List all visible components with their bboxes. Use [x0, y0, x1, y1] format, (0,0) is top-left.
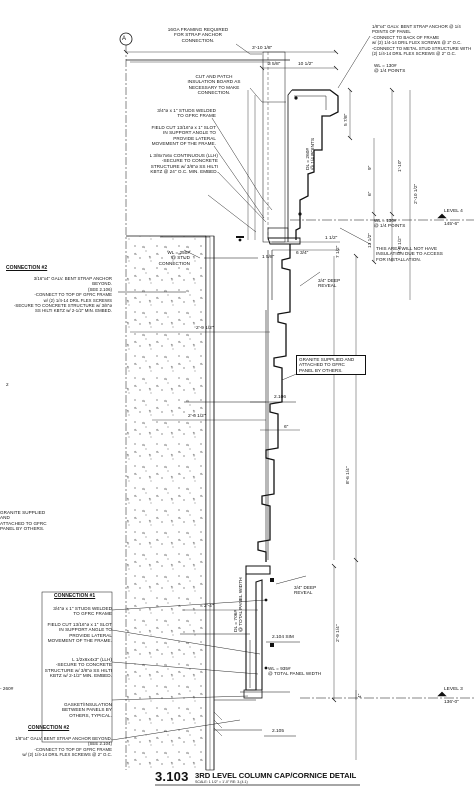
- note-no-insulation: THIS AREA WILL NOT HAVE INSULATION DUE T…: [376, 246, 443, 262]
- dim-9: 9": [368, 165, 373, 170]
- dim-13-12: 13 1/2": [368, 232, 373, 248]
- dim-2-4: 2'-4": [204, 604, 214, 609]
- note-studs-top: 3/4"ø x 1" STUDS WELDED TO GFRC FRAME: [157, 108, 216, 119]
- metal-stud-wall: [205, 235, 215, 771]
- gfrc-panel: [243, 244, 291, 699]
- note-wl-130-upper: WL = 130# @ 1/4 POINTS: [374, 63, 406, 74]
- note-wl-130-lower: WL = 130# @ 1/4 POINTS: [374, 218, 406, 229]
- note-framing: 16GA FRAMING REQUIRED FOR STRAP ANCHOR C…: [167, 27, 229, 43]
- note-angle-bottom: L 1/2x6x4x3" (LLH) -SECURE TO CONCRETE S…: [44, 657, 112, 679]
- detail-scale: SCALE: 1 1/2" = 1'-0" RE: 3.(4.1): [195, 780, 248, 784]
- dimension-lines: [126, 51, 411, 760]
- note-studs-bottom: 3/4"ø x 1" STUDS WELDED TO GFRC FRAME: [53, 606, 112, 617]
- dim-6-inner: 6": [284, 425, 289, 430]
- note-cut-patch: CUT AND PATCH INSULATION BOARD AS NECESS…: [187, 74, 241, 96]
- dim-1-10: 1'-10": [398, 159, 403, 172]
- dim-3-10-18: 3'-10 1/8": [252, 46, 273, 51]
- ref-2105: 2.105: [272, 729, 285, 734]
- note-left-260: - 260#: [0, 686, 14, 691]
- connection-2b-header: CONNECTION #2: [28, 725, 70, 731]
- note-reveal-lower: 3/4" DEEP REVEAL: [294, 585, 317, 596]
- connection-2-note: 3/16"x4" GALV. BENT STRAP ANCHOR BEYOND.…: [13, 276, 112, 314]
- dim-7-12: 7 1/2": [336, 245, 341, 258]
- concrete-column: [126, 235, 207, 770]
- note-dl-260: DL = 260# @ 1/4 POINTS: [306, 137, 316, 170]
- panel-studs: [264, 578, 274, 670]
- note-slot-bottom: FIELD CUT 13/16"ø x 1" SLOT IN SUPPORT A…: [47, 622, 112, 644]
- detail-title: 3RD LEVEL COLUMN CAP/CORNICE DETAIL: [195, 771, 357, 780]
- dim-2-10-12: 2'-10 1/2": [414, 183, 419, 204]
- dim-1-58: 1 5/8": [262, 255, 275, 260]
- note-left-2: 2: [6, 382, 9, 387]
- note-granite-box: GRANITE SUPPLIED AND ATTACHED TO GFRC PA…: [296, 355, 366, 376]
- gfrc-cap-profile: [267, 89, 339, 245]
- note-slot-top: FIELD CUT 13/16"ø x 1" SLOT IN SUPPORT A…: [151, 125, 216, 147]
- dim-1-8-12: 1'-8 1/2": [398, 236, 403, 254]
- leader-lines: [111, 35, 371, 741]
- note-granite-left: GRANITE SUPPLIED AND ATTACHED TO GFRC PA…: [0, 510, 47, 532]
- connection-2b-note: 1/8"x4" GALV. BENT STRAP ANCHOR BEYOND. …: [15, 736, 112, 758]
- dim-10-12: 10 1/2": [298, 62, 314, 67]
- ref-2104-sim: 2.104 SIM: [272, 635, 294, 640]
- dim-6: 6": [368, 191, 373, 196]
- level-3-elevation: 136'-0": [444, 700, 459, 705]
- note-gasket: GASKET/INSULATION BETWEEN PANELS BY OTHE…: [61, 702, 112, 718]
- dim-2-6-12: 2'-6 1/2": [188, 414, 206, 419]
- dim-2-9-14: 2'-9 1/4": [336, 624, 341, 642]
- grid-bubble-label: A: [122, 36, 127, 42]
- level-lines: [290, 213, 474, 699]
- detail-number: 3.103: [155, 769, 189, 784]
- note-wl-935: WL = 935# @ TOTAL PANEL WIDTH: [268, 666, 322, 677]
- dim-2-9-12: 2'-9 1/2": [196, 326, 214, 331]
- connection-1-box: [41, 591, 113, 743]
- note-wl-250: WL = 250# @ STUD CONNECTION: [158, 250, 190, 266]
- dim-8-6-14: 8'-6 1/4": [346, 466, 351, 484]
- dim-6-34: 6 3/4": [296, 251, 309, 256]
- level-4-name: LEVEL 4: [444, 209, 463, 214]
- reference-tags: [250, 401, 300, 737]
- connection-2-header: CONNECTION #2: [6, 265, 48, 271]
- cap-anchors: [236, 96, 302, 242]
- level-3-name: LEVEL 3: [444, 687, 463, 692]
- insulation-hatch: [213, 711, 223, 737]
- note-angle-top: L 3/8x7x6x CONTINUOUS (LLH) -SECURE TO C…: [149, 153, 218, 175]
- dim-3-58: 3 5/8": [268, 62, 281, 67]
- ref-2106: 2.106: [274, 395, 287, 400]
- connection-1-header: CONNECTION #1: [54, 593, 96, 599]
- dim-4: 4": [358, 693, 363, 698]
- dim-5-78: 5 7/8": [344, 113, 349, 126]
- note-reveal-upper: 3/4" DEEP REVEAL: [318, 278, 341, 289]
- dim-1-12: 1 1/2": [325, 236, 338, 241]
- note-dl-706: DL = 706# @ TOTAL PANEL WIDTH: [234, 577, 244, 632]
- dimension-ticks: [123, 49, 395, 703]
- level-4-elevation: 145'-6": [444, 222, 459, 227]
- note-strap-anchor-top: 1/8"x4" GALV. BENT STRAP ANCHOR @ 1/4 PO…: [372, 24, 472, 57]
